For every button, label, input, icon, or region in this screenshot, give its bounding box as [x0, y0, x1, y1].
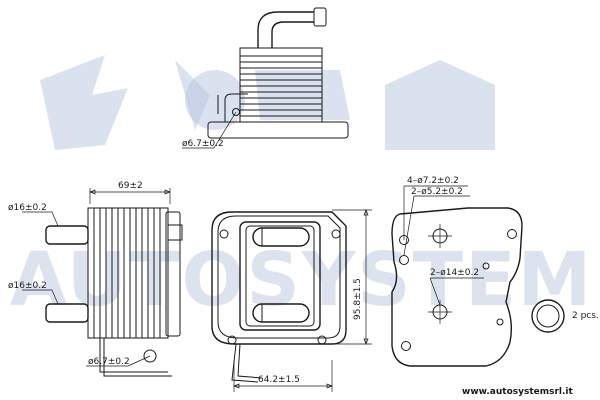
front-view-core: [239, 221, 321, 331]
label-width-64: 64.2±1.5: [258, 375, 300, 385]
label-port-top: ø16±0.2: [8, 203, 47, 213]
side-view-flange: [165, 211, 181, 337]
gasket-hole-72-c: [399, 255, 409, 265]
side-view-port-bottom: [45, 303, 89, 323]
front-view-port-top: [252, 227, 310, 247]
top-view: ø6.7±0.2: [182, 7, 349, 149]
top-view-base-plate: [207, 121, 349, 139]
label-port-bottom: ø16±0.2: [8, 281, 47, 291]
side-view: 69±2 ø16±0.2 ø16±0.2: [8, 181, 183, 377]
website-url: www.autosystemsrl.it: [462, 387, 574, 397]
watermark-brand: AUTOSYSTEM: [10, 237, 593, 323]
top-view-elbow-pipe: [257, 11, 314, 48]
front-view: 95.8±1.5 64.2±1.5: [211, 209, 372, 392]
gasket-hole-52-b: [496, 318, 504, 326]
top-view-fins: [240, 55, 322, 117]
watermark: AUTOSYSTEM: [10, 55, 593, 323]
front-view-plate: [211, 211, 347, 345]
gasket-hole-72-b: [507, 229, 517, 239]
o-ring-seal: 2 pcs.: [531, 299, 599, 333]
gasket-hole-72-d: [401, 341, 411, 351]
side-view-port-top: [45, 225, 89, 245]
side-view-fins: [93, 208, 161, 338]
label-width-69: 69±2: [118, 181, 143, 191]
label-side-hole: ø6.7±0.2: [88, 357, 130, 367]
side-view-mount-hole: [143, 349, 157, 363]
label-seal-qty: 2 pcs.: [572, 311, 599, 321]
gasket-outline: [391, 207, 523, 367]
label-holes-52: 2–ø5.2±0.2: [411, 187, 463, 197]
top-view-mount-hole: [232, 108, 240, 116]
side-view-core: [87, 207, 169, 339]
label-holes-14: 2–ø14±0.2: [430, 268, 479, 278]
front-view-port-bottom: [252, 303, 310, 323]
front-view-hole-bl: [227, 335, 237, 345]
front-view-hole-tl: [219, 229, 229, 239]
label-top-hole: ø6.7±0.2: [182, 139, 224, 149]
front-view-hole-tr: [331, 229, 341, 239]
gasket-view: 4–ø7.2±0.2 2–ø5.2±0.2 2–ø14±0.2: [391, 176, 523, 367]
gasket-hole-52-a: [482, 262, 490, 270]
label-height: 95.8±1.5: [353, 278, 363, 320]
label-holes-72: 4–ø7.2±0.2: [407, 176, 459, 186]
front-view-hole-br: [317, 335, 327, 345]
